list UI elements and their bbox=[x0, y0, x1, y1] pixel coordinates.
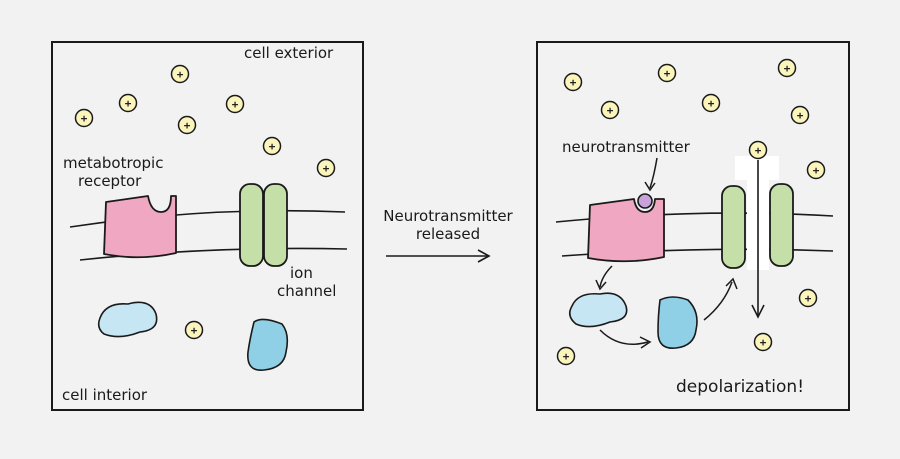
right-metabotropic-receptor bbox=[587, 198, 665, 263]
positive-ion-icon: + bbox=[170, 64, 190, 84]
label-cell-exterior: cell exterior bbox=[244, 44, 334, 62]
positive-ion-icon: + bbox=[177, 115, 197, 135]
ion-flow-gap bbox=[735, 156, 779, 180]
neurotransmitter-molecule bbox=[637, 193, 653, 209]
positive-ion-symbol: + bbox=[805, 292, 812, 305]
neurotransmitter-pointer bbox=[649, 157, 658, 189]
positive-ion-symbol: + bbox=[607, 104, 614, 117]
middle-transition: Neurotransmitter released bbox=[383, 207, 514, 263]
positive-ion-icon: + bbox=[790, 105, 810, 125]
ions-layer: + + + + + + + + + + + + + + + + + + + bbox=[74, 58, 826, 366]
positive-ion-symbol: + bbox=[760, 336, 767, 349]
positive-ion-symbol: + bbox=[570, 76, 577, 89]
positive-ion-icon: + bbox=[777, 58, 797, 78]
positive-ion-symbol: + bbox=[797, 109, 804, 122]
positive-ion-symbol: + bbox=[191, 324, 198, 337]
positive-ion-icon: + bbox=[556, 346, 576, 366]
left-panel-frame bbox=[51, 41, 364, 411]
positive-ion-icon: + bbox=[563, 72, 583, 92]
gprotein-to-channel-arrow-head bbox=[725, 277, 738, 290]
positive-ion-icon: + bbox=[184, 320, 204, 340]
left-metabotropic-receptor bbox=[103, 195, 177, 259]
right-panel-frame bbox=[536, 41, 850, 411]
positive-ion-icon: + bbox=[798, 288, 818, 308]
left-g-protein-dark bbox=[247, 318, 289, 371]
left-panel: cell exterior cell interior metabotropic… bbox=[51, 41, 364, 411]
gprotein-activation-arrow bbox=[599, 329, 649, 345]
positive-ion-symbol: + bbox=[177, 68, 184, 81]
positive-ion-symbol: + bbox=[184, 119, 191, 132]
positive-ion-symbol: + bbox=[81, 112, 88, 125]
receptor-to-gprotein-arrow-head bbox=[595, 279, 607, 291]
positive-ion-symbol: + bbox=[323, 162, 330, 175]
transition-arrow-head bbox=[477, 249, 491, 263]
ion-flow-arrow-head bbox=[751, 304, 765, 319]
label-neurotransmitter-released-1: Neurotransmitter bbox=[383, 207, 513, 225]
neurotransmitter-pointer-head bbox=[644, 181, 656, 192]
positive-ion-icon: + bbox=[657, 63, 677, 83]
positive-ion-icon: + bbox=[225, 94, 245, 114]
positive-ion-icon: + bbox=[74, 108, 94, 128]
right-ion-channel-subunit-2 bbox=[769, 183, 794, 267]
right-g-protein-light bbox=[568, 292, 628, 328]
positive-ion-icon: + bbox=[806, 160, 826, 180]
positive-ion-symbol: + bbox=[784, 62, 791, 75]
positive-ion-symbol: + bbox=[125, 97, 132, 110]
label-receptor: receptor bbox=[78, 172, 142, 190]
label-metabotropic: metabotropic bbox=[63, 154, 163, 172]
label-cell-interior: cell interior bbox=[62, 386, 148, 404]
gprotein-activation-arrow-head bbox=[639, 336, 652, 349]
positive-ion-icon: + bbox=[748, 140, 768, 160]
right-ion-channel-subunit-1 bbox=[721, 185, 746, 269]
positive-ion-symbol: + bbox=[813, 164, 820, 177]
left-ion-channel-subunit-1 bbox=[239, 183, 264, 267]
positive-ion-icon: + bbox=[316, 158, 336, 178]
positive-ion-symbol: + bbox=[755, 144, 762, 157]
label-neurotransmitter: neurotransmitter bbox=[562, 138, 691, 156]
positive-ion-icon: + bbox=[753, 332, 773, 352]
positive-ion-symbol: + bbox=[563, 350, 570, 363]
positive-ion-icon: + bbox=[701, 93, 721, 113]
label-ion: ion bbox=[290, 264, 313, 282]
positive-ion-symbol: + bbox=[708, 97, 715, 110]
positive-ion-symbol: + bbox=[232, 98, 239, 111]
right-panel: neurotransmitter depolarization! bbox=[536, 41, 850, 411]
right-g-protein-dark bbox=[657, 296, 698, 349]
label-channel: channel bbox=[277, 282, 336, 300]
gprotein-to-channel-arrow bbox=[703, 281, 733, 321]
positive-ion-icon: + bbox=[600, 100, 620, 120]
positive-ion-symbol: + bbox=[664, 67, 671, 80]
receptor-to-gprotein-arrow bbox=[599, 265, 613, 288]
positive-ion-icon: + bbox=[262, 136, 282, 156]
positive-ion-icon: + bbox=[118, 93, 138, 113]
left-ion-channel-subunit-2 bbox=[263, 183, 288, 267]
left-membrane-bottom bbox=[79, 247, 348, 261]
label-neurotransmitter-released-2: released bbox=[416, 225, 480, 243]
left-g-protein-light bbox=[97, 301, 158, 338]
label-depolarization: depolarization! bbox=[676, 377, 804, 397]
positive-ion-symbol: + bbox=[269, 140, 276, 153]
